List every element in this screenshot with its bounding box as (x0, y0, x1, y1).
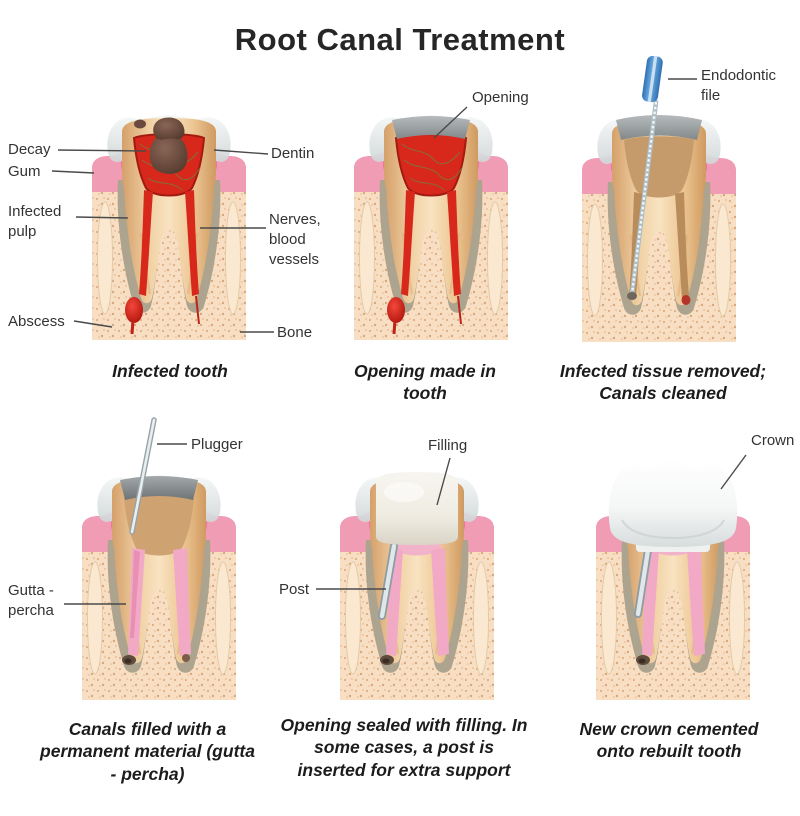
caption-canals-filled: Canals filled with a permanent material … (40, 719, 255, 784)
gutta-percha-fill (124, 494, 194, 656)
label-bone: Bone (277, 324, 313, 341)
abscess (125, 297, 143, 335)
illustration-canals-cleaned (581, 55, 737, 343)
illustration-infected-tooth (91, 115, 247, 341)
label-gum: Gum (8, 163, 41, 180)
label-decay: Decay (8, 141, 51, 158)
illustration-crown-cemented (595, 459, 751, 701)
caption-infected-tooth: Infected tooth (112, 361, 228, 381)
decay-blob (134, 117, 188, 174)
plugger-instrument (129, 417, 157, 535)
post (634, 546, 652, 618)
endodontic-file (627, 55, 663, 300)
label-opening: Opening (472, 89, 529, 106)
abscess (387, 297, 405, 335)
label-abscess: Abscess (8, 313, 65, 330)
label-infected-pulp: Infected pulp (8, 203, 62, 240)
caption-opening-sealed: Opening sealed with filling. In some cas… (280, 715, 528, 780)
label-filling: Filling (428, 437, 468, 454)
caption-opening-made: Opening made in tooth (354, 361, 496, 404)
crown (608, 459, 738, 552)
label-dentin: Dentin (271, 145, 315, 162)
root-apex (122, 655, 136, 665)
page-title: Root Canal Treatment (234, 22, 566, 57)
label-crown: Crown (751, 432, 795, 449)
post (378, 542, 398, 620)
label-nerves-blood-vessels: Nerves, blood vessels (269, 211, 321, 268)
illustration-opening-made (353, 115, 509, 341)
illustration-opening-sealed (339, 472, 495, 701)
root-apex (636, 655, 650, 665)
label-plugger: Plugger (191, 436, 243, 453)
illustration-canals-filled (81, 417, 237, 701)
caption-canals-cleaned: Infected tissue removed; Canals cleaned (559, 361, 767, 404)
access-opening (616, 115, 702, 140)
label-endodontic-file: Endodontic file (701, 67, 777, 104)
filling (376, 472, 458, 545)
root-apex (380, 655, 394, 665)
label-gutta-percha: Gutta - percha (8, 582, 54, 619)
caption-crown-cemented: New crown cemented onto rebuilt tooth (579, 719, 759, 762)
label-post: Post (279, 581, 310, 598)
